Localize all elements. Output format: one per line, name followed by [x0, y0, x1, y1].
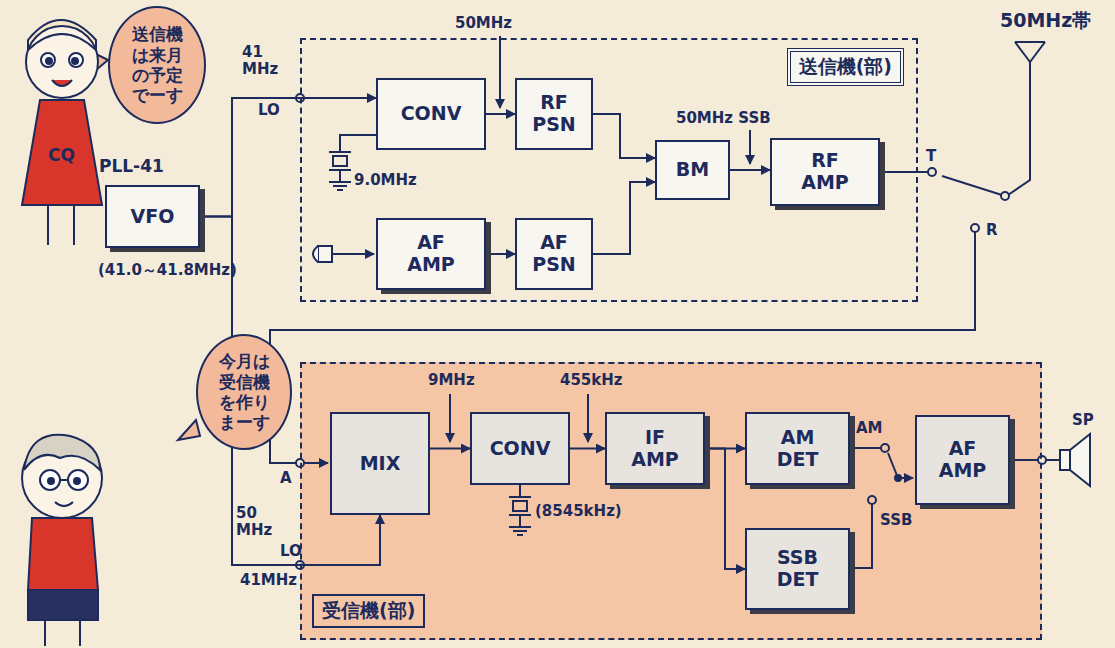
wires — [270, 36, 1060, 568]
box-label: SSB DET — [768, 547, 828, 591]
signal-connector — [486, 113, 515, 115]
speaker-symbol — [1060, 434, 1090, 486]
detector-box: SSB DET — [745, 528, 850, 610]
box-label: IF AMP — [630, 427, 680, 471]
terminals — [296, 94, 1046, 569]
signal-label: AM — [856, 420, 883, 437]
signal-label: 50MHz — [455, 15, 512, 32]
signal-label: SSB — [880, 512, 912, 529]
signal-connector — [593, 182, 655, 254]
signal-connector — [705, 449, 745, 570]
signal-connector — [200, 98, 376, 217]
box-label: RF AMP — [795, 150, 855, 194]
receiver-section: 受信機(部) MIX CONV IF AMP AM DET SSB DET AF AMP — [300, 362, 1042, 640]
balanced-modulator-box: BM — [655, 140, 730, 200]
signal-label: (41.0～41.8MHz) — [98, 262, 237, 279]
box-label: 送信機は来月の予定でーす — [124, 24, 190, 106]
speech-bubble: 今月は受信機を作りまーす — [196, 334, 292, 450]
converter-box: CONV — [470, 412, 570, 485]
signal-label: 9.0MHz — [354, 172, 417, 189]
signal-label: 455kHz — [560, 372, 623, 389]
box-label: 送信機(部) — [787, 48, 904, 86]
speech-bubble: 送信機は来月の予定でーす — [108, 6, 206, 124]
signal-label: SP — [1072, 412, 1094, 429]
signal-label: T — [926, 148, 936, 165]
signal-connector — [730, 169, 770, 171]
box-label: 今月は受信機を作りまーす — [212, 351, 276, 433]
signal-connector — [593, 114, 655, 158]
detector-box: AM DET — [745, 412, 850, 485]
signal-label: 9MHz — [428, 372, 475, 389]
box-label: VFO — [131, 206, 175, 228]
signal-label: 41MHz — [240, 572, 297, 589]
box-label: BM — [676, 159, 709, 181]
phase-shift-box: AF PSN — [515, 218, 593, 290]
box-label: 受信機(部) — [312, 594, 425, 628]
amplifier-box: AF AMP — [915, 415, 1010, 505]
mixer-box: MIX — [330, 412, 430, 515]
amplifier-box: RF AMP — [770, 138, 880, 206]
signal-label: (8545kHz) — [535, 503, 622, 520]
amplifier-box: IF AMP — [605, 412, 705, 485]
signal-label: 50MHz帯 — [1000, 10, 1091, 31]
signal-label: R — [986, 222, 998, 239]
signal-connector — [430, 448, 470, 450]
signal-label: CQ — [48, 146, 75, 165]
signal-label: 50MHz SSB — [676, 110, 771, 127]
boy-figure — [22, 420, 200, 646]
amplifier-box: AF AMP — [376, 218, 486, 290]
phase-shift-box: RF PSN — [515, 78, 593, 150]
box-label: MIX — [360, 453, 401, 475]
signal-label: LO — [258, 102, 280, 119]
box-label: AF AMP — [935, 438, 990, 482]
converter-box: CONV — [376, 78, 486, 150]
box-label: CONV — [401, 103, 462, 125]
box-label: RF PSN — [529, 92, 579, 136]
box-label: AF PSN — [529, 232, 579, 276]
box-label: AF AMP — [401, 232, 461, 276]
signal-connector — [570, 448, 605, 450]
microphone-symbol — [313, 246, 332, 262]
box-label: AM DET — [768, 427, 828, 471]
signal-label: 41 MHz — [242, 44, 282, 77]
transmitter-section: 送信機(部) CONV RF PSN BM RF AMP AF AMP AF PSN — [300, 38, 918, 302]
box-heading: PLL-41 — [99, 157, 164, 177]
vfo-box: PLL-41VFO — [105, 185, 200, 248]
receiver-ground — [300, 362, 1042, 640]
signal-connector — [486, 253, 515, 255]
girl-figure — [22, 20, 108, 245]
signal-label: 50 MHz — [236, 505, 276, 538]
box-label: CONV — [490, 438, 551, 460]
signal-label: A — [280, 470, 292, 487]
signal-label: LO — [280, 543, 302, 560]
